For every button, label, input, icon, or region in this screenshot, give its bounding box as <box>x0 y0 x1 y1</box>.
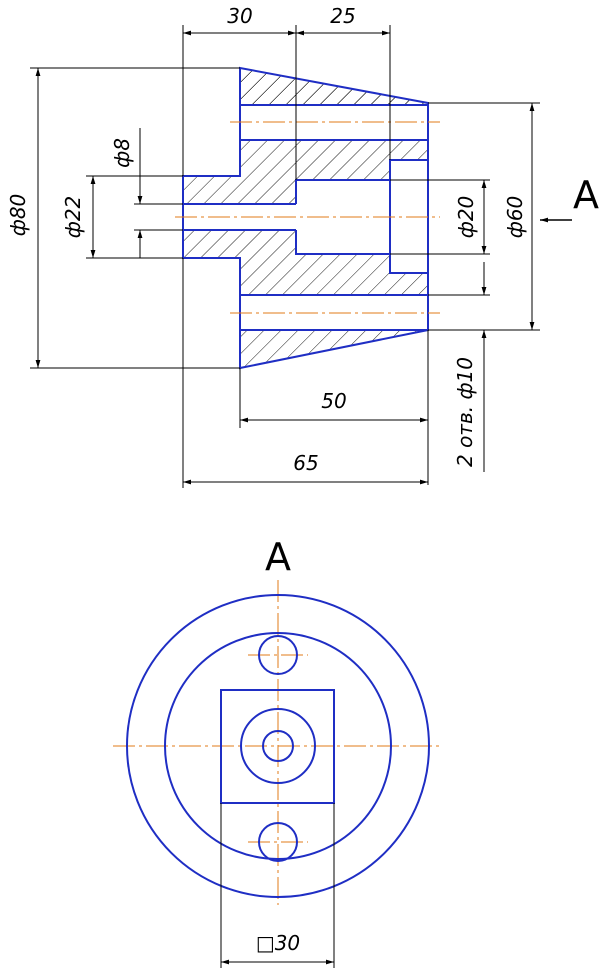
dim-text-65: 65 <box>293 451 318 475</box>
section-view: 30 25 ф8 ф80 ф22 ф20 ф60 50 65 2 отв. ф1… <box>6 4 599 488</box>
outer-circle <box>126 594 430 898</box>
section-centerlines <box>175 121 440 314</box>
face-circle <box>164 632 392 860</box>
section-dimension-texts: 30 25 ф8 ф80 ф22 ф20 ф60 50 65 2 отв. ф1… <box>6 4 599 475</box>
dim-text-d8: ф8 <box>110 138 134 168</box>
dim-text-d80: ф80 <box>6 194 30 237</box>
dim-text-25: 25 <box>330 4 355 28</box>
hole-bottom <box>258 822 298 862</box>
view-a-dimension <box>220 803 335 968</box>
view-arrow-letter: A <box>573 173 599 217</box>
dim-text-d20: ф20 <box>454 196 478 239</box>
hole-top <box>258 635 298 675</box>
dim-text-50: 50 <box>321 389 346 413</box>
bore-d20 <box>240 708 316 784</box>
section-dimension-lines <box>30 25 540 488</box>
view-a-outline <box>126 594 430 898</box>
dim-text-d60: ф60 <box>503 196 527 239</box>
dim-text-30: 30 <box>227 4 252 28</box>
bore-d8 <box>262 730 294 762</box>
dim-text-square: □30 <box>256 931 300 955</box>
square-pocket <box>220 689 335 804</box>
view-a: A □30 <box>113 535 443 968</box>
view-title: A <box>265 535 291 579</box>
section-outline <box>182 66 429 370</box>
hatched-sections <box>183 68 428 368</box>
view-a-centerlines <box>113 580 443 905</box>
dim-text-d22: ф22 <box>61 196 85 239</box>
dim-text-holes: 2 отв. ф10 <box>453 357 477 467</box>
